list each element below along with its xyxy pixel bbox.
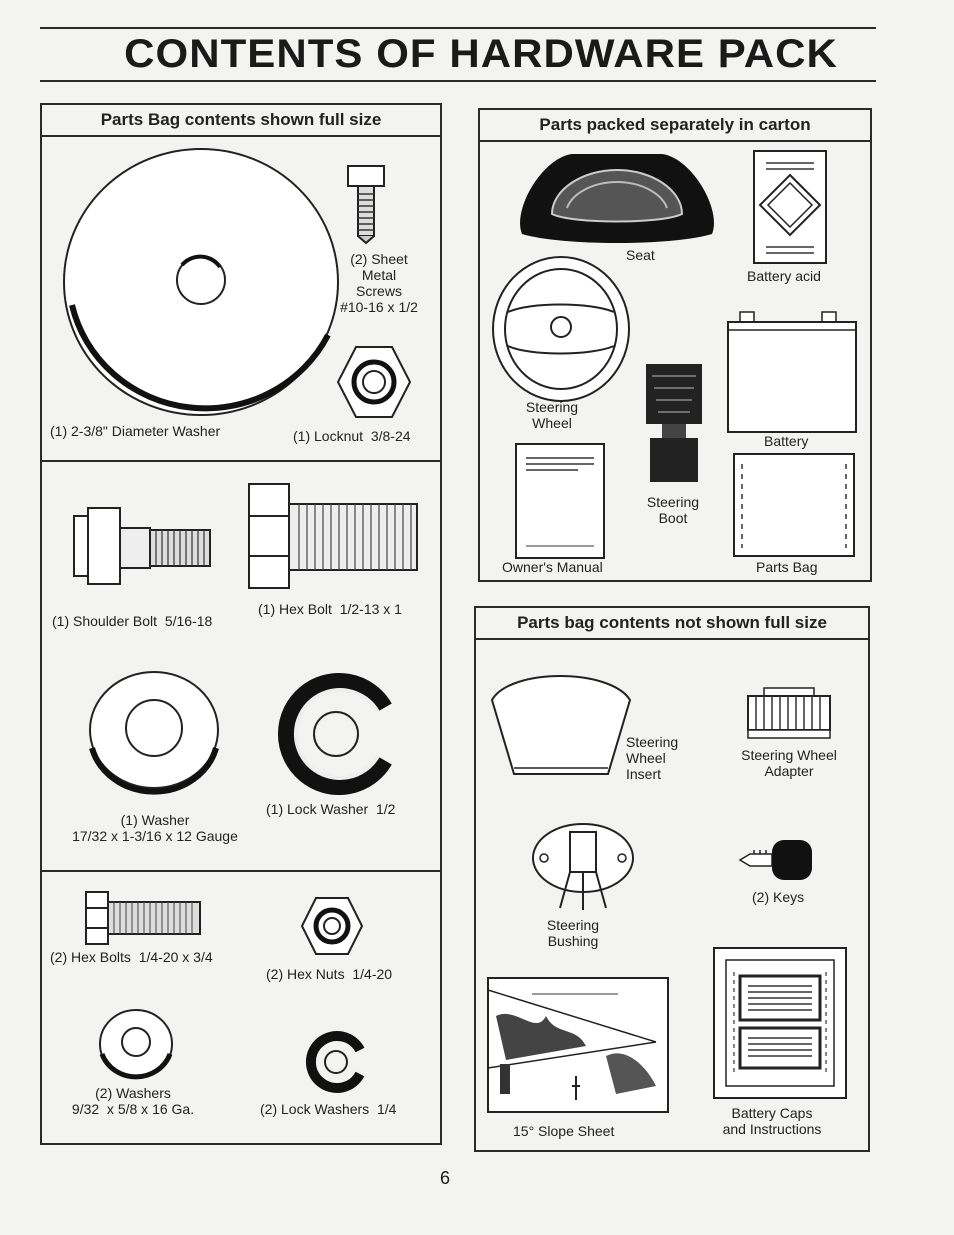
steering-wheel-insert-icon xyxy=(490,675,632,775)
owners-manual-icon xyxy=(515,443,605,559)
full-size-header: Parts Bag contents shown full size xyxy=(42,105,440,137)
steering-boot-label: Steering Boot xyxy=(646,494,700,526)
page-number: 6 xyxy=(439,1168,450,1188)
page-title: CONTENTS OF HARDWARE PACK xyxy=(124,32,838,76)
washers-9-32-icon xyxy=(99,1009,173,1080)
diameter-washer-label: (1) 2-3/8" Diameter Washer xyxy=(50,423,221,439)
diameter-washer-icon xyxy=(63,148,339,416)
parts-bag-icon xyxy=(733,453,855,557)
lock-washers-quarter-label: (2) Lock Washers 1/4 xyxy=(260,1101,397,1117)
slope-sheet-label: 15° Slope Sheet xyxy=(513,1123,615,1139)
washer-icon xyxy=(89,671,219,795)
full-size-divider-2 xyxy=(42,870,440,872)
locknut-label: (1) Locknut 3/8-24 xyxy=(293,428,411,444)
seat-icon xyxy=(520,154,714,243)
carton-header: Parts packed separately in carton xyxy=(480,110,870,142)
sheet-metal-screw-icon xyxy=(347,165,385,245)
owners-manual-label: Owner's Manual xyxy=(502,559,603,575)
hex-bolt-half-label: (1) Hex Bolt 1/2-13 x 1 xyxy=(258,601,402,617)
washers-9-32-label: (2) Washers 9/32 x 5/8 x 16 Ga. xyxy=(71,1085,195,1117)
seat-label: Seat xyxy=(626,247,655,263)
title-underline xyxy=(40,80,876,82)
hex-nuts-quarter-label: (2) Hex Nuts 1/4-20 xyxy=(266,966,393,982)
hex-bolts-quarter-icon xyxy=(85,891,201,945)
steering-bushing-icon xyxy=(532,823,634,910)
battery-acid-label: Battery acid xyxy=(747,268,821,284)
hex-nut-quarter-icon xyxy=(300,897,364,955)
locknut-icon xyxy=(336,346,412,418)
slope-sheet-icon xyxy=(487,977,669,1113)
battery-caps-icon xyxy=(713,947,847,1099)
lock-washer-half-label: (1) Lock Washer 1/2 xyxy=(266,801,396,817)
washer-17-32-label: (1) Washer 17/32 x 1-3/16 x 12 Gauge xyxy=(72,812,238,844)
shoulder-bolt-icon xyxy=(73,507,211,585)
keys-label: (2) Keys xyxy=(752,889,805,905)
steering-wheel-icon xyxy=(492,256,630,402)
steering-wheel-insert-label: Steering Wheel Insert xyxy=(626,734,679,782)
full-size-section: Parts Bag contents shown full size xyxy=(40,103,442,1145)
sheet-metal-screws-label: (2) Sheet Metal Screws #10-16 x 1/2 xyxy=(340,251,418,315)
battery-icon xyxy=(727,311,857,433)
keys-icon xyxy=(738,840,812,880)
battery-caps-label: Battery Caps and Instructions xyxy=(722,1105,822,1137)
lock-washers-quarter-icon xyxy=(306,1031,365,1093)
top-rule xyxy=(40,27,876,29)
steering-wheel-adapter-label: Steering Wheel Adapter xyxy=(741,747,837,779)
not-full-size-header: Parts bag contents not shown full size xyxy=(476,608,868,640)
not-full-size-section: Parts bag contents not shown full size xyxy=(474,606,870,1152)
steering-wheel-label: Steering Wheel xyxy=(525,399,579,431)
hex-bolts-quarter-label: (2) Hex Bolts 1/4-20 x 3/4 xyxy=(50,949,213,965)
steering-boot-icon xyxy=(646,364,702,482)
full-size-divider-1 xyxy=(42,460,440,462)
battery-acid-icon xyxy=(753,150,827,264)
hex-bolt-half-icon xyxy=(248,483,418,589)
carton-section: Parts packed separately in carton xyxy=(478,108,872,582)
steering-wheel-adapter-icon xyxy=(747,687,831,739)
battery-label: Battery xyxy=(764,433,809,449)
lock-washer-half-icon xyxy=(277,673,392,795)
steering-bushing-label: Steering Bushing xyxy=(546,917,600,949)
parts-bag-label: Parts Bag xyxy=(756,559,818,575)
shoulder-bolt-label: (1) Shoulder Bolt 5/16-18 xyxy=(52,613,213,629)
